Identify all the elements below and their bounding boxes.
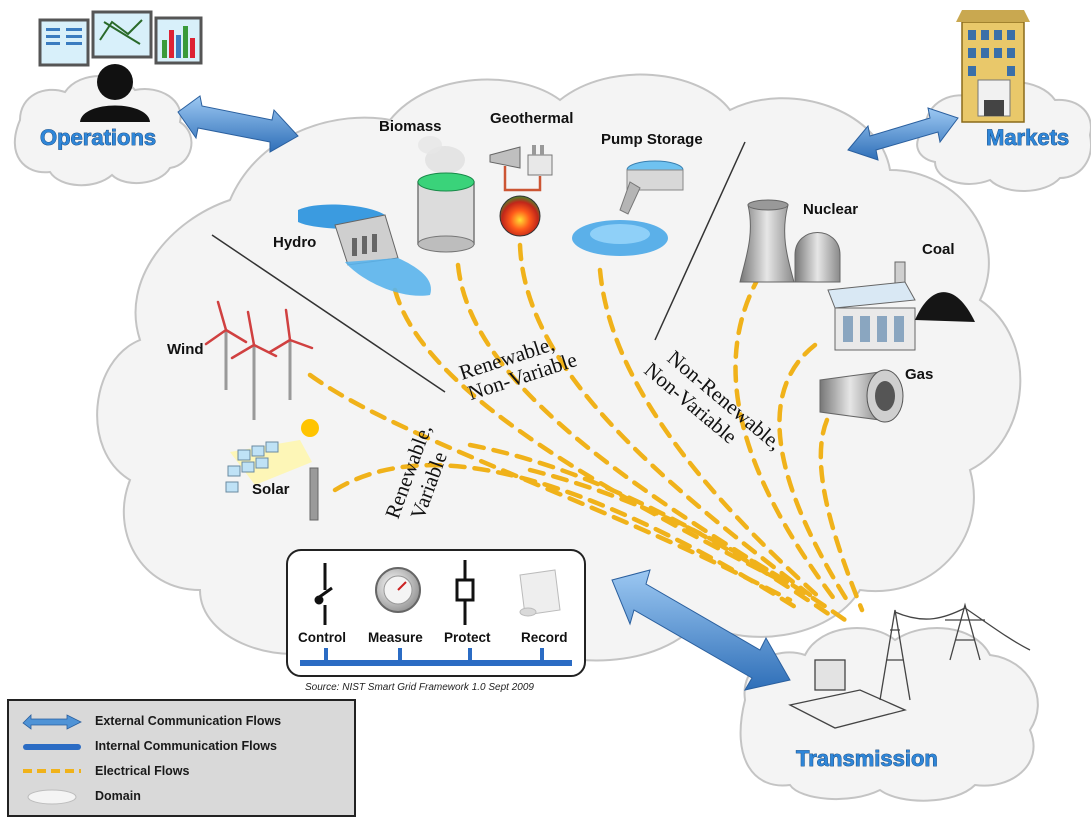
electrical-dash-icon — [23, 769, 81, 773]
pump-storage-icon — [572, 160, 684, 256]
legend: External Communication Flows Internal Co… — [7, 699, 356, 817]
nuclear-icon — [739, 199, 841, 283]
label-biomass: Biomass — [379, 118, 442, 135]
category-dividers — [211, 141, 746, 393]
label-geothermal: Geothermal — [490, 110, 573, 127]
flow-solar — [332, 462, 803, 613]
hydro-icon — [298, 204, 431, 296]
label-solar: Solar — [252, 481, 290, 498]
gauge-icon — [375, 567, 421, 613]
label-nuclear: Nuclear — [803, 201, 858, 218]
domain-label-operations: Operations — [40, 125, 156, 150]
record-scroll-icon — [519, 569, 561, 617]
domain-cloud-icon — [27, 789, 77, 805]
tool-label-measure: Measure — [368, 630, 423, 645]
protect-icon — [455, 560, 475, 625]
flow-nuclear — [733, 272, 838, 603]
source-note: Source: NIST Smart Grid Framework 1.0 Se… — [305, 682, 534, 693]
label-wind: Wind — [167, 341, 204, 358]
coal-icon — [827, 261, 975, 351]
operations-domain-cloud — [13, 75, 193, 187]
geothermal-icon — [489, 145, 553, 237]
legend-label-electrical: Electrical Flows — [95, 764, 190, 778]
transmission-icon — [788, 602, 1031, 729]
operations-icon — [38, 10, 203, 122]
legend-row-external: External Communication Flows — [21, 711, 281, 731]
flow-extra-2 — [527, 467, 848, 623]
flow-pump-storage — [597, 267, 823, 601]
external-arrow-operations — [177, 95, 299, 153]
flow-gas — [818, 397, 865, 613]
electrical-flows — [307, 242, 865, 623]
biomass-icon — [417, 136, 475, 253]
legend-row-domain: Domain — [21, 786, 141, 806]
flow-biomass — [455, 262, 803, 593]
legend-row-internal: Internal Communication Flows — [21, 736, 277, 756]
domain-label-markets: Markets — [986, 125, 1069, 150]
markets-icon — [956, 10, 1030, 123]
legend-row-electrical: Electrical Flows — [21, 761, 189, 781]
legend-label-domain: Domain — [95, 789, 141, 803]
external-arrow-markets — [847, 107, 959, 161]
internal-bar-icon — [23, 744, 81, 750]
solar-icon — [225, 419, 319, 521]
tool-label-record: Record — [521, 630, 568, 645]
tool-label-control: Control — [298, 630, 346, 645]
wind-icon — [204, 300, 314, 420]
external-arrow-icon — [22, 714, 82, 730]
gas-icon — [819, 369, 904, 423]
control-icon — [314, 563, 333, 625]
label-hydro: Hydro — [273, 234, 316, 251]
flow-geothermal — [517, 242, 813, 598]
external-arrow-transmission — [611, 569, 791, 691]
tools-panel — [286, 549, 586, 677]
label-pump-storage: Pump Storage — [601, 131, 703, 148]
legend-label-internal: Internal Communication Flows — [95, 739, 277, 753]
label-coal: Coal — [922, 241, 955, 258]
domain-label-transmission: Transmission — [796, 746, 938, 771]
label-gas: Gas — [905, 366, 933, 383]
tool-label-protect: Protect — [444, 630, 491, 645]
legend-label-external: External Communication Flows — [95, 714, 282, 728]
flow-coal — [777, 342, 853, 608]
